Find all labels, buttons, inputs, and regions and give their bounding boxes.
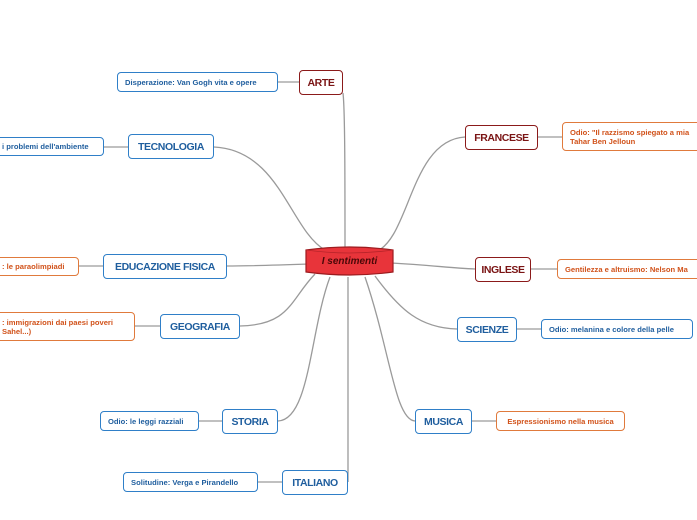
leaf-scienze[interactable]: Odio: melanina e colore della pelle	[541, 319, 693, 339]
link-inglese	[389, 262, 476, 270]
link-storia	[277, 276, 331, 422]
topic-francese[interactable]: FRANCESE	[465, 125, 538, 150]
leaf-francese[interactable]: Odio: "Il razzismo spiegato a mia Tahar …	[562, 122, 697, 151]
leaf-educazione-fisica[interactable]: : le paraolimpiadi	[0, 257, 79, 276]
topic-arte[interactable]: ARTE	[299, 70, 343, 95]
topic-storia[interactable]: STORIA	[222, 409, 278, 434]
topic-educazione-fisica[interactable]: EDUCAZIONE FISICA	[103, 254, 227, 279]
central-topic[interactable]: I sentimenti	[305, 245, 394, 277]
link-francese	[374, 136, 466, 253]
leaf-inglese[interactable]: Gentilezza e altruismo: Nelson Ma	[557, 259, 697, 279]
leaf-musica[interactable]: Espressionismo nella musica	[496, 411, 625, 431]
central-topic-label: I sentimenti	[321, 255, 378, 267]
leaf-arte[interactable]: Disperazione: Van Gogh vita e opere	[117, 72, 278, 92]
central-cylinder-shape	[305, 246, 394, 276]
leaf-italiano[interactable]: Solitudine: Verga e Pirandello	[123, 472, 258, 492]
link-musica	[364, 276, 416, 422]
topic-musica[interactable]: MUSICA	[415, 409, 472, 434]
topic-italiano[interactable]: ITALIANO	[282, 470, 348, 495]
link-arte	[342, 92, 346, 256]
link-scienze	[374, 275, 458, 330]
leaf-geografia-line1: : immigrazioni dai paesi poveri	[2, 317, 113, 327]
topic-scienze[interactable]: SCIENZE	[457, 317, 517, 342]
leaf-geografia-line2: Sahel...)	[2, 326, 32, 336]
link-tecnologia	[213, 146, 326, 251]
link-educazione-fisica	[226, 263, 311, 267]
leaf-storia[interactable]: Odio: le leggi razziali	[100, 411, 199, 431]
topic-geografia[interactable]: GEOGRAFIA	[160, 314, 240, 339]
leaf-francese-line1: Odio: "Il razzismo spiegato a mia	[570, 127, 690, 137]
leaf-francese-line2: Tahar Ben Jelloun	[570, 136, 636, 146]
topic-tecnologia[interactable]: TECNOLOGIA	[128, 134, 214, 159]
leaf-tecnologia[interactable]: i problemi dell'ambiente	[0, 137, 104, 156]
link-geografia	[239, 273, 316, 327]
topic-inglese[interactable]: INGLESE	[475, 257, 531, 282]
leaf-geografia[interactable]: : immigrazioni dai paesi poveri Sahel...…	[0, 312, 135, 341]
